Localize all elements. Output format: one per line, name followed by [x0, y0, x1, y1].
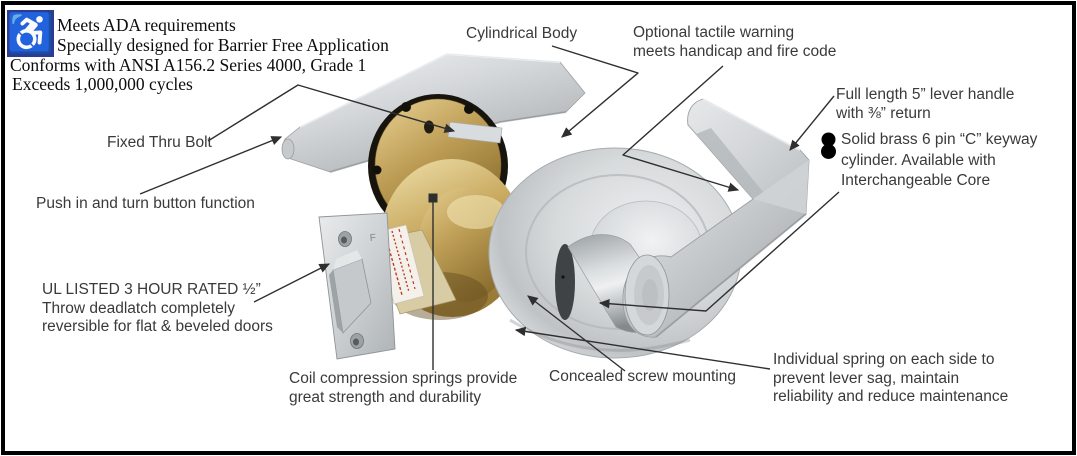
- leader-cylindrical-body: [551, 45, 639, 138]
- callout-line: UL LISTED 3 HOUR RATED ½”: [42, 281, 261, 298]
- leader-solid-brass: [598, 191, 840, 312]
- ada-line-1: Meets ADA requirements: [57, 15, 236, 35]
- callout-line: cylinder. Available with: [841, 151, 996, 169]
- callout-cylindrical-body: Cylindrical Body: [466, 25, 577, 44]
- callout-line: Throw deadlatch completely: [42, 299, 235, 317]
- leader-lines: [139, 45, 840, 372]
- callout-line: Interchangeable Core: [841, 172, 991, 189]
- callout-line: meets handicap and fire code: [633, 42, 837, 60]
- ada-line-4: Exceeds 1,000,000 cycles: [12, 74, 193, 94]
- callout-line: Individual spring on each side to: [773, 351, 995, 368]
- callout-line: Fixed Thru Bolt: [107, 134, 212, 151]
- callout-line: prevent lever sag, maintain: [773, 369, 960, 387]
- callout-line: Coil compression springs provide: [289, 370, 518, 387]
- callout-line: Optional tactile warning: [633, 24, 795, 41]
- ada-line-2: Specially designed for Barrier Free Appl…: [57, 35, 389, 55]
- faceplate-stamp-letter: F: [369, 233, 376, 244]
- callout-line: Push in and turn button function: [36, 195, 255, 212]
- wheelchair-accessibility-icon: ♿: [7, 10, 54, 57]
- callout-fixed-thru-bolt: Fixed Thru Bolt: [107, 134, 212, 153]
- callout-push-button: Push in and turn button function: [36, 195, 255, 214]
- callout-line: Solid brass 6 pin “C” keyway: [841, 131, 1038, 148]
- front-lever: [622, 98, 810, 338]
- leader-concealed-screw: [527, 295, 626, 372]
- keyway-cylinder-icon: [821, 132, 836, 159]
- leader-ul-listed: [253, 263, 331, 303]
- callout-full-length-lever: Full length 5” lever handle with ⅜” retu…: [836, 86, 1014, 123]
- push-button-tip: [281, 138, 295, 160]
- callout-line: Cylindrical Body: [466, 25, 578, 42]
- callout-coil-springs: Coil compression springs provide great s…: [289, 370, 517, 407]
- leader-individual-spring: [514, 326, 771, 370]
- callout-ul-listed-deadlatch: UL LISTED 3 HOUR RATED ½” Throw deadlatc…: [42, 281, 273, 337]
- callout-line: Full length 5” lever handle: [836, 86, 1015, 103]
- callout-individual-spring: Individual spring on each side to preven…: [773, 351, 1008, 407]
- callout-tactile-warning: Optional tactile warning meets handicap …: [633, 24, 836, 61]
- leader-full-length: [789, 95, 835, 151]
- leader-push-button: [139, 136, 283, 195]
- leader-tactile-warning: [622, 65, 740, 192]
- callout-line: with ⅜” return: [836, 104, 931, 122]
- leader-fixed-thru-bolt: [207, 84, 456, 142]
- callout-line: reliability and reduce maintenance: [773, 388, 1009, 405]
- callout-concealed-screw: Concealed screw mounting: [549, 368, 736, 387]
- callout-line: Concealed screw mounting: [549, 368, 736, 385]
- callout-solid-brass-cylinder: Solid brass 6 pin “C” keyway cylinder. A…: [841, 130, 1037, 192]
- callout-line: great strength and durability: [289, 388, 482, 406]
- ada-line-3: Conforms with ANSI A156.2 Series 4000, G…: [10, 55, 367, 75]
- deadlatch-faceplate: F: [318, 212, 396, 360]
- callout-line: reversible for flat & beveled doors: [42, 318, 273, 335]
